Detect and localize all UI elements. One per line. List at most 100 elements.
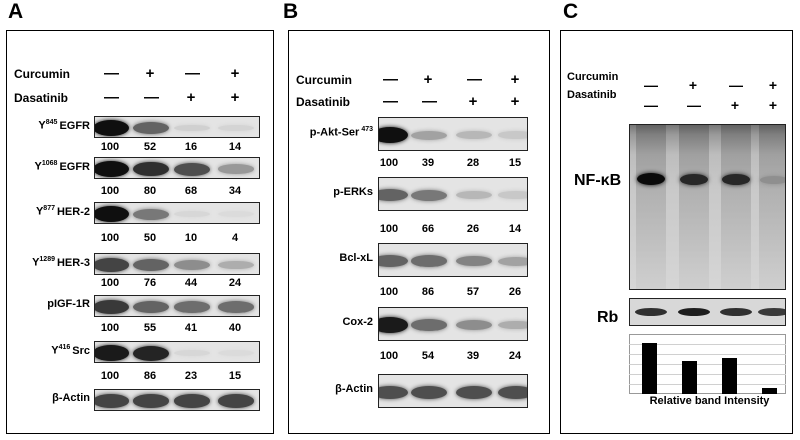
dasatinib-sign: + bbox=[768, 97, 778, 113]
blot-label: p-ERKs bbox=[333, 186, 373, 198]
quant-value: 100 bbox=[379, 157, 399, 169]
western-blot bbox=[378, 374, 528, 408]
rb-band bbox=[678, 308, 710, 316]
blot-band bbox=[411, 255, 447, 267]
label-superscript: 1068 bbox=[41, 160, 58, 167]
blot-label: Cox-2 bbox=[342, 316, 373, 328]
quant-value: 10 bbox=[184, 232, 198, 244]
blot-band bbox=[498, 191, 527, 199]
blot-band bbox=[379, 317, 408, 333]
curcumin-sign: — bbox=[383, 71, 398, 88]
bar bbox=[682, 361, 697, 394]
blot-band bbox=[456, 385, 492, 399]
blot-band bbox=[498, 256, 527, 266]
quant-value: 100 bbox=[100, 232, 120, 244]
blot-band bbox=[218, 124, 254, 132]
curcumin-sign: + bbox=[423, 71, 433, 88]
blot-band bbox=[218, 260, 254, 270]
curcumin-label: Curcumin bbox=[296, 73, 353, 87]
blot-band bbox=[456, 191, 492, 199]
quant-value: 34 bbox=[228, 185, 242, 197]
blot-band bbox=[95, 206, 129, 222]
blot-band bbox=[498, 320, 527, 330]
quant-value: 57 bbox=[466, 286, 480, 298]
panel-frame bbox=[560, 30, 793, 434]
blot-band bbox=[456, 320, 492, 330]
grid-line bbox=[629, 374, 786, 375]
curcumin-sign: — bbox=[185, 65, 200, 82]
panel-letter: A bbox=[8, 0, 24, 23]
curcumin-label: Curcumin bbox=[14, 67, 71, 81]
quant-value: 100 bbox=[100, 141, 120, 153]
blot-band bbox=[218, 301, 254, 313]
quant-value: 40 bbox=[228, 322, 242, 334]
quant-value: 41 bbox=[184, 322, 198, 334]
blot-band bbox=[133, 259, 169, 271]
western-blot bbox=[94, 202, 260, 224]
rb-band bbox=[635, 308, 667, 316]
dasatinib-label: Dasatinib bbox=[296, 95, 351, 109]
quant-value: 15 bbox=[228, 370, 242, 382]
blot-band bbox=[174, 124, 210, 132]
grid-line bbox=[629, 344, 786, 345]
label-main: β-Actin bbox=[335, 383, 373, 395]
gel-lane bbox=[636, 125, 666, 289]
gel-band bbox=[680, 173, 708, 185]
quant-value: 24 bbox=[228, 277, 242, 289]
blot-band bbox=[498, 385, 527, 399]
curcumin-sign: — bbox=[467, 71, 482, 88]
label-main: HER-3 bbox=[56, 256, 90, 269]
quant-value: 16 bbox=[184, 141, 198, 153]
blot-band bbox=[379, 127, 408, 143]
label-prefix: Y bbox=[32, 256, 40, 269]
western-blot bbox=[94, 116, 260, 138]
label-superscript: 877 bbox=[43, 205, 55, 212]
quant-value: 39 bbox=[466, 350, 480, 362]
gel-label: NF-κB bbox=[574, 172, 622, 189]
blot-band bbox=[379, 255, 408, 267]
label-main: Src bbox=[72, 344, 90, 357]
western-blot bbox=[94, 157, 260, 179]
blot-band bbox=[95, 258, 129, 272]
blot-band bbox=[95, 161, 129, 177]
label-main: pIGF-1R bbox=[47, 298, 90, 310]
bar bbox=[762, 387, 777, 394]
emsa-gel bbox=[629, 124, 786, 290]
label-prefix: Y bbox=[34, 160, 42, 173]
quant-value: 66 bbox=[421, 223, 435, 235]
blot-band bbox=[174, 394, 210, 408]
label-main: EGFR bbox=[59, 160, 90, 173]
grid-line bbox=[629, 384, 786, 385]
western-blot bbox=[378, 177, 528, 211]
curcumin-sign: — bbox=[729, 77, 743, 93]
quant-value: 50 bbox=[143, 232, 157, 244]
blot-band bbox=[133, 208, 169, 220]
quant-value: 28 bbox=[466, 157, 480, 169]
blot-label: pIGF-1R bbox=[47, 298, 90, 310]
blot-band bbox=[218, 210, 254, 218]
curcumin-sign: + bbox=[510, 71, 520, 88]
western-blot bbox=[378, 307, 528, 341]
curcumin-sign: — bbox=[104, 65, 119, 82]
quant-value: 44 bbox=[184, 277, 198, 289]
dasatinib-sign: — bbox=[144, 89, 159, 106]
quant-value: 26 bbox=[508, 286, 522, 298]
gel-lane bbox=[721, 125, 751, 289]
western-blot bbox=[94, 253, 260, 275]
dasatinib-sign: — bbox=[644, 97, 658, 113]
blot-band bbox=[133, 345, 169, 361]
blot-band bbox=[218, 164, 254, 174]
quant-value: 100 bbox=[100, 322, 120, 334]
dasatinib-sign: + bbox=[510, 93, 520, 110]
quant-value: 54 bbox=[421, 350, 435, 362]
quant-value: 39 bbox=[421, 157, 435, 169]
curcumin-label: Curcumin bbox=[567, 71, 619, 83]
curcumin-sign: + bbox=[230, 65, 240, 82]
blot-band bbox=[456, 131, 492, 139]
blot-band bbox=[218, 394, 254, 408]
quant-value: 24 bbox=[508, 350, 522, 362]
panel-letter: C bbox=[563, 0, 579, 23]
quant-value: 14 bbox=[508, 223, 522, 235]
